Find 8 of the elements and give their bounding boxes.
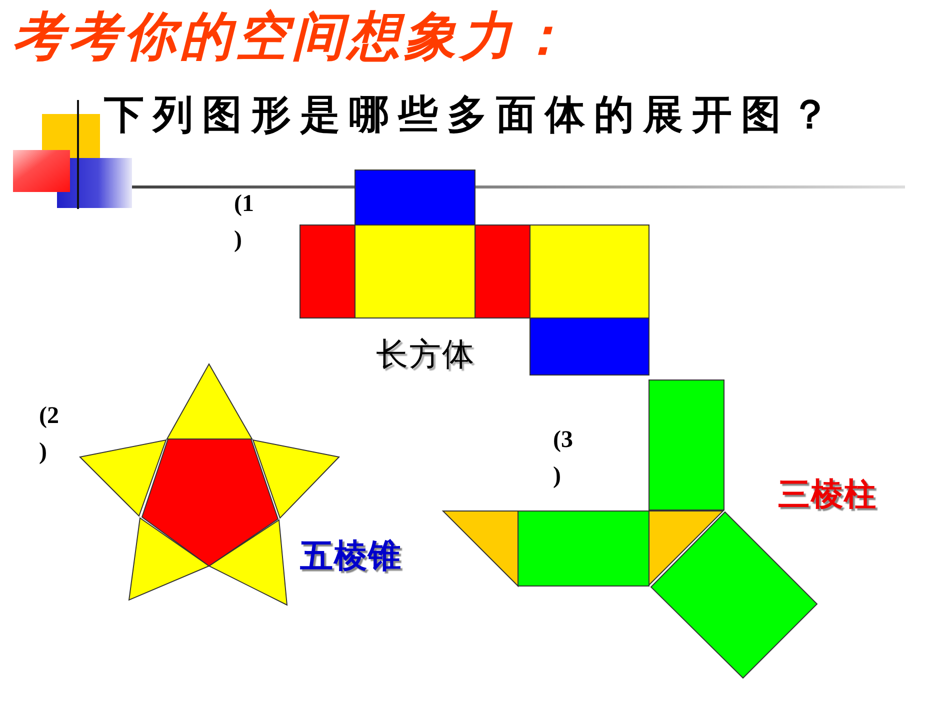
net-caption: 长方体 <box>376 336 475 373</box>
net-caption: 五棱锥 <box>300 537 402 575</box>
net-caption: 三棱柱 <box>778 476 877 513</box>
figure-number: (3 ) <box>553 426 574 491</box>
figure-number: (1 ) <box>234 190 255 255</box>
question-text: 下列图形是哪些多面体的展开图？ <box>104 92 839 138</box>
figure-number: (2 ) <box>39 402 60 467</box>
slide-title: 考考你的空间想象力： <box>12 8 572 68</box>
